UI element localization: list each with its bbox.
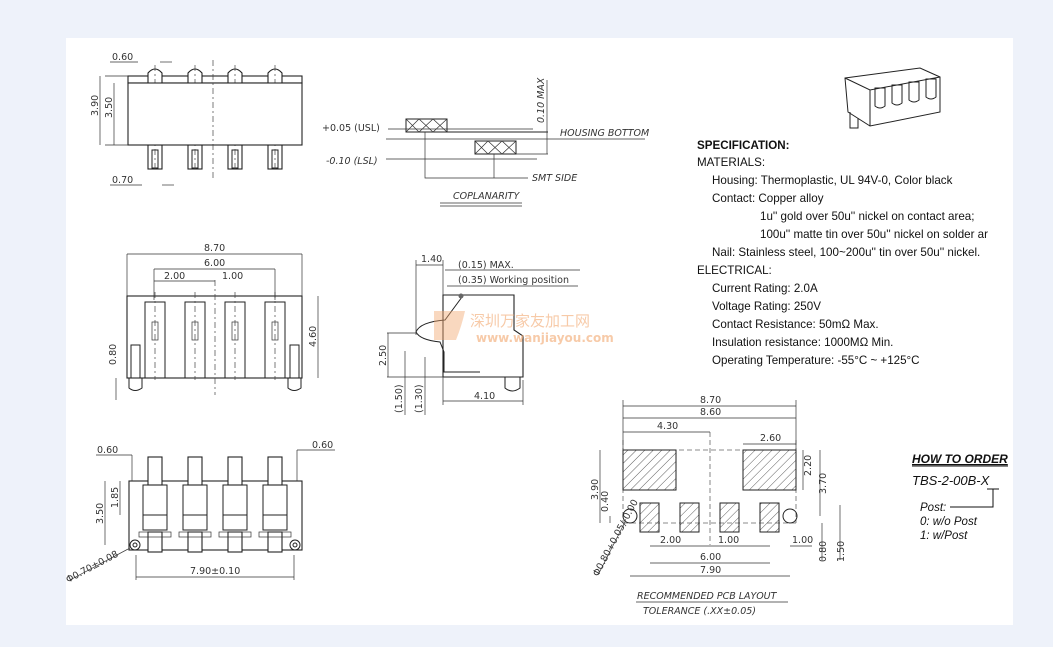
post-option: 1: w/Post <box>920 530 968 542</box>
pcb-pad <box>719 502 740 533</box>
contact <box>227 456 243 486</box>
side-view: 1.40 (0.15) MAX. (0.35) Working position… <box>378 254 580 415</box>
spec-line: MATERIALS: <box>697 156 765 169</box>
spec-line: Contact: Copper alloy <box>712 192 824 205</box>
top-view: 0.60 3.90 3.50 0.70 <box>90 52 303 186</box>
dim-label: (1.30) <box>414 384 425 413</box>
dim-label: 6.00 <box>700 552 721 563</box>
order-title: HOW TO ORDER <box>912 452 1008 466</box>
contact <box>908 81 920 103</box>
spec-title: SPECIFICATION: <box>697 139 790 152</box>
pcb-layout-title: RECOMMENDED PCB LAYOUT <box>637 591 778 602</box>
spec-line: Operating Temperature: -55°C ~ +125°C <box>712 354 920 367</box>
contact <box>925 78 937 100</box>
contact <box>891 84 903 106</box>
dim-label: 1.50 <box>836 541 847 562</box>
post-option: 0: w/o Post <box>920 516 978 528</box>
lsl-label: -0.10 (LSL) <box>326 156 378 167</box>
connector-3d-image <box>844 67 941 129</box>
dim-label: 3.50 <box>95 503 106 524</box>
dim-label: 4.60 <box>308 326 319 347</box>
dim-label: 7.90±0.10 <box>190 566 240 577</box>
housing-bottom-label: HOUSING BOTTOM <box>560 128 649 139</box>
dim-label: 6.00 <box>204 258 225 269</box>
dim-label: 4.10 <box>474 391 495 402</box>
specification: SPECIFICATION: MATERIALS: Housing: Thermo… <box>697 139 988 367</box>
max-label: 0.10 MAX <box>536 77 547 123</box>
dim-label: 3.50 <box>104 97 115 118</box>
coplanarity-diagram: +0.05 (USL) -0.10 (LSL) 0.10 MAX HOUSING… <box>322 77 649 207</box>
dim-label: (1.50) <box>394 384 405 413</box>
dim-label: 0.60 <box>97 445 118 456</box>
dim-label: 0.60 <box>112 52 133 63</box>
pcb-pad <box>759 502 780 533</box>
dim-label: 1.85 <box>110 487 121 508</box>
how-to-order: HOW TO ORDER TBS-2-00B-X Post: 0: w/o Po… <box>912 452 1008 542</box>
spec-line: Voltage Rating: 250V <box>712 300 821 313</box>
dim-label: 8.70 <box>700 395 721 406</box>
svg-text:www.wanjiayou.com: www.wanjiayou.com <box>476 331 614 345</box>
dim-label: 1.00 <box>792 535 813 546</box>
dim-label: (0.35) Working position <box>458 275 569 286</box>
spec-line: Current Rating: 2.0A <box>712 282 818 295</box>
spec-line: Housing: Thermoplastic, UL 94V-0, Color … <box>712 174 953 187</box>
dim-label: 1.40 <box>421 254 442 265</box>
dim-label: 2.60 <box>760 433 781 444</box>
watermark: 深圳万家友加工网 www.wanjiayou.com <box>434 311 614 345</box>
spec-line: ELECTRICAL: <box>697 264 772 277</box>
contact <box>267 456 283 486</box>
dim-label: 2.00 <box>164 271 185 282</box>
contact <box>147 456 163 486</box>
dim-label: 1.00 <box>222 271 243 282</box>
dim-label: 8.70 <box>204 243 225 254</box>
coplanarity-title: COPLANARITY <box>453 191 520 202</box>
dim-label: 2.50 <box>378 345 389 366</box>
svg-text:深圳万家友加工网: 深圳万家友加工网 <box>470 312 590 330</box>
dim-label: 4.30 <box>657 421 678 432</box>
contact <box>874 87 886 109</box>
dim-label: 0.40 <box>600 491 611 512</box>
dim-label: 1.00 <box>718 535 739 546</box>
dim-label: 0.80 <box>108 344 119 365</box>
spec-line: Contact Resistance: 50mΩ Max. <box>712 318 879 331</box>
watermark-logo-icon <box>434 311 465 340</box>
part-number: TBS-2-00B-X <box>912 473 991 488</box>
dim-label: 0.80 <box>818 541 829 562</box>
pcb-tolerance: TOLERANCE (.XX±0.05) <box>643 606 756 617</box>
dim-label: 0.60 <box>312 440 333 451</box>
dim-label: 2.00 <box>660 535 681 546</box>
pcb-pad <box>679 502 700 533</box>
dim-label: 7.90 <box>700 565 721 576</box>
page-margin-right <box>1013 38 1053 625</box>
spec-line: Insulation resistance: 1000MΩ Min. <box>712 336 893 349</box>
spec-line: 100u'' matte tin over 50u'' nickel on so… <box>760 228 988 241</box>
post-label: Post: <box>920 502 946 514</box>
dim-label: 3.90 <box>590 479 601 500</box>
smt-side-label: SMT SIDE <box>532 173 577 184</box>
dim-label: 3.90 <box>90 95 101 116</box>
dim-label: 8.60 <box>700 407 721 418</box>
spec-line: 1u'' gold over 50u'' nickel on contact a… <box>760 210 974 223</box>
spec-line: Nail: Stainless steel, 100~200u'' tin ov… <box>712 246 980 259</box>
bottom-view: 0.60 0.60 3.50 1.85 Φ0.70±0.08 7.90±0.10 <box>64 440 335 586</box>
dim-label: 2.20 <box>803 455 814 476</box>
dim-label: 0.70 <box>112 175 133 186</box>
contact <box>187 456 203 486</box>
pcb-pad <box>639 502 660 533</box>
front-view: 8.70 6.00 2.00 1.00 4.60 0.80 <box>108 243 319 400</box>
usl-label: +0.05 (USL) <box>322 123 380 134</box>
dim-label: (0.15) MAX. <box>458 260 514 271</box>
dim-label: 3.70 <box>818 473 829 494</box>
